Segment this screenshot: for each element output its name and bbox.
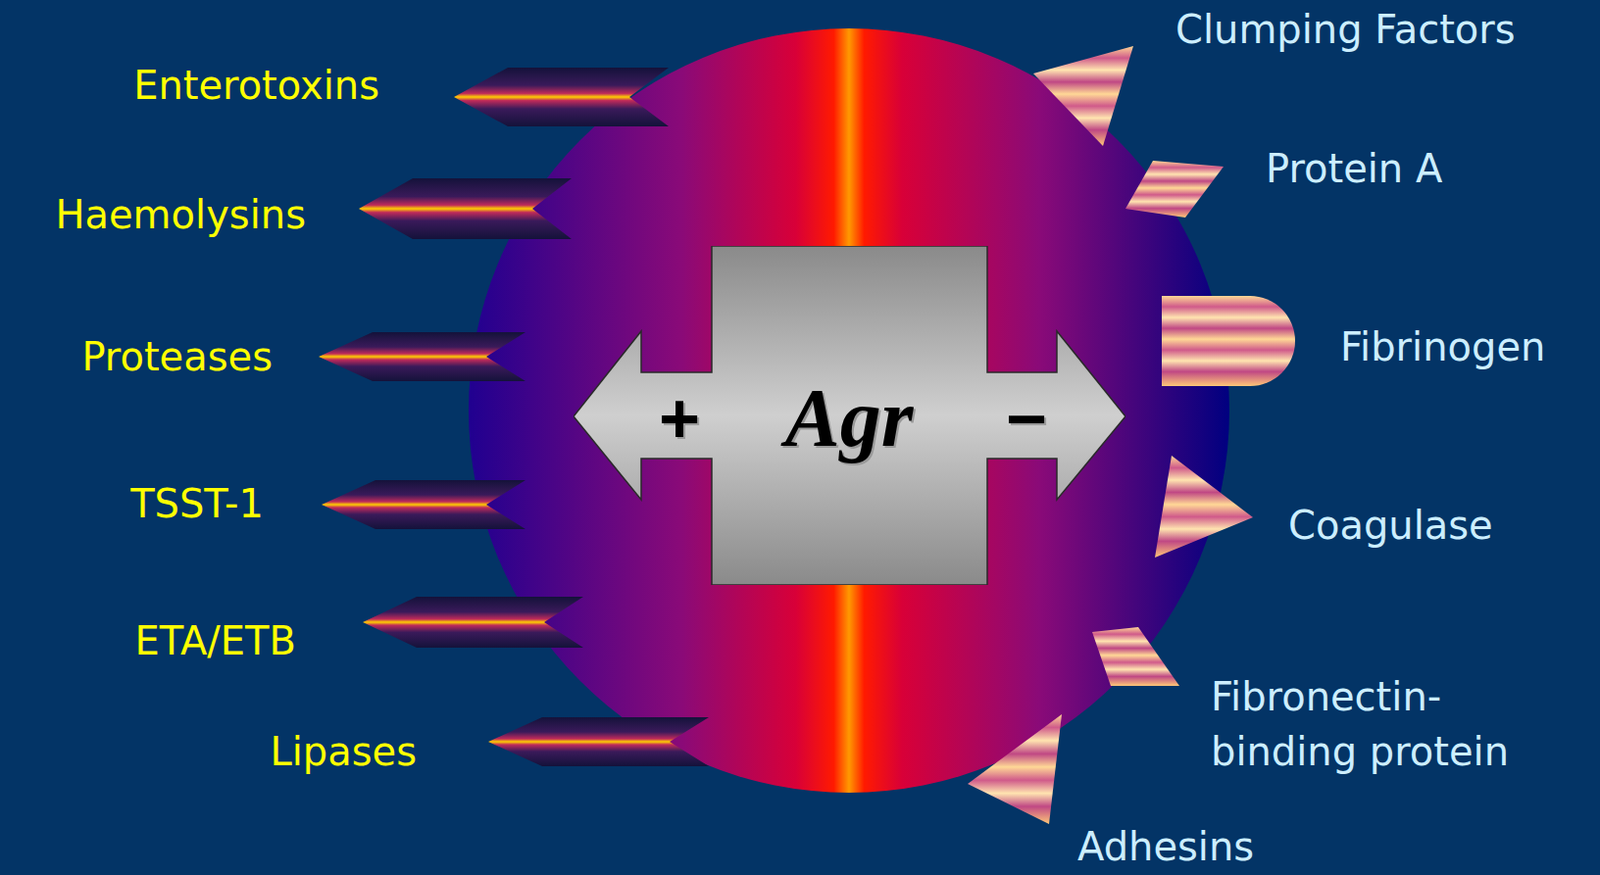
toxin-spike bbox=[318, 332, 526, 382]
cell-body bbox=[468, 28, 1230, 794]
surface-protein-shape bbox=[1161, 296, 1296, 387]
toxin-label: Enterotoxins bbox=[133, 62, 380, 108]
surface-protein-label: Fibrinogen bbox=[1340, 324, 1546, 370]
toxin-label: Haemolysins bbox=[54, 192, 306, 238]
surface-protein-label: Clumping Factors bbox=[1175, 6, 1516, 52]
surface-protein-shape bbox=[1125, 160, 1224, 218]
toxin-label: Proteases bbox=[81, 334, 273, 380]
downregulation-sign: − bbox=[1005, 383, 1048, 454]
toxin-spike bbox=[358, 178, 572, 240]
toxin-spike bbox=[321, 480, 526, 530]
surface-protein-label: Protein A bbox=[1265, 146, 1443, 192]
toxin-spike bbox=[488, 717, 709, 767]
double-arrow-outline bbox=[573, 246, 1126, 586]
surface-protein-shape bbox=[967, 714, 1062, 825]
surface-protein-label: Fibronectin- binding protein bbox=[1210, 669, 1545, 780]
upregulation-sign: + bbox=[658, 383, 700, 454]
surface-protein-shape bbox=[1033, 46, 1134, 147]
regulator-name: Agr bbox=[785, 377, 914, 460]
agr-regulator-box: + Agr − bbox=[573, 246, 1126, 586]
toxin-label: ETA/ETB bbox=[134, 618, 297, 664]
toxin-label: TSST-1 bbox=[130, 481, 264, 527]
surface-protein-shape bbox=[1092, 627, 1180, 687]
surface-protein-label: Adhesins bbox=[1077, 824, 1254, 870]
toxin-spike bbox=[362, 597, 584, 649]
surface-protein-shape bbox=[1154, 455, 1253, 558]
toxin-spike bbox=[453, 67, 669, 127]
surface-protein-label: Coagulase bbox=[1288, 502, 1494, 549]
toxin-label: Lipases bbox=[269, 729, 417, 775]
